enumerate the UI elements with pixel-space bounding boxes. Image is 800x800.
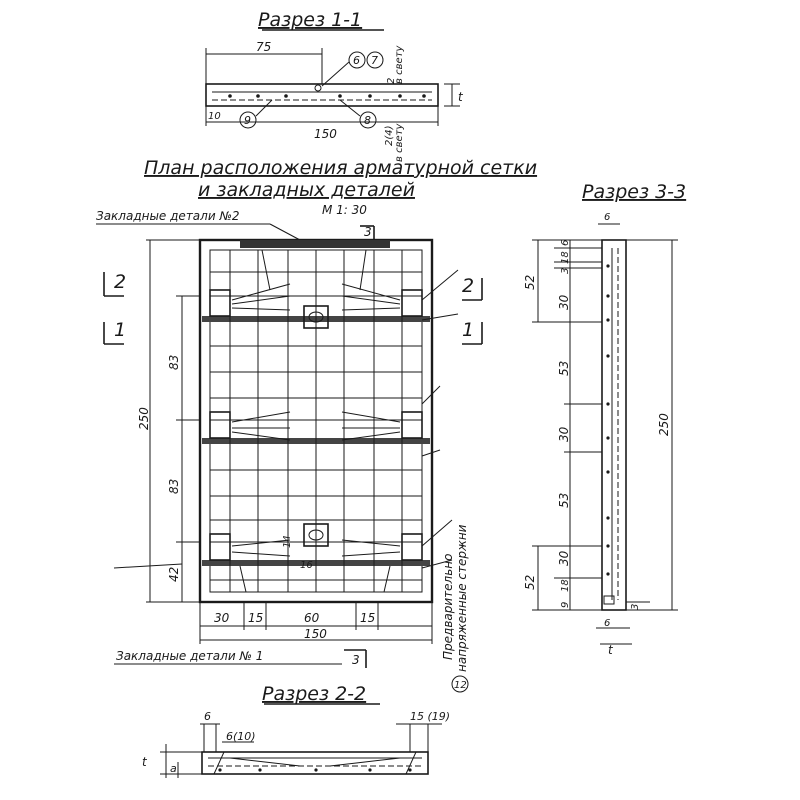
dim-83-upper: 83 (167, 355, 181, 370)
dim-6-top: 6 (604, 212, 610, 223)
marker-2-left: 2 (114, 271, 126, 293)
dim-52-lower: 52 (523, 575, 537, 590)
section-2-2-title: Разрез 2-2 (262, 683, 366, 705)
dim-t-1-1: t (458, 90, 464, 104)
dim-30-bottom: 30 (214, 611, 230, 625)
dim-15-right: 15 (360, 611, 375, 625)
callout-6: 6 (353, 54, 360, 67)
dim-42: 42 (167, 567, 181, 582)
prestressed-strands (231, 249, 401, 593)
plan-title-block: План расположения арматурной сетки и зак… (96, 157, 537, 241)
dim-18-lower: 18 (560, 579, 571, 592)
dim-150-plan: 150 (304, 627, 327, 641)
section-2-2: Разрез 2-2 6 6(10) 15 (19) (142, 683, 450, 778)
note-prestressed: Предварительно (441, 554, 455, 660)
note-embedded-parts-2: Закладные детали №2 (96, 209, 240, 223)
top-rib (240, 240, 390, 248)
rebar-dots-1-1 (228, 84, 426, 98)
dim-15-left: 15 (248, 611, 263, 625)
marker-3-top: 3 (364, 225, 372, 239)
dim-2: 2 (386, 78, 397, 84)
dim-83-lower: 83 (167, 479, 181, 494)
lifting-loop-top (303, 305, 329, 329)
dim-53-lower: 53 (557, 493, 571, 508)
slab-section-3-3 (601, 239, 627, 611)
dim-6-3-3: 6 (560, 240, 571, 246)
dim-52-upper: 52 (523, 275, 537, 290)
dim-60: 60 (304, 611, 320, 625)
dim-18-upper: 18 (560, 251, 571, 264)
callout-12: 12 (454, 680, 467, 691)
note-v-svetu-bottom: в свету (394, 123, 405, 162)
dim-53-upper: 53 (557, 361, 571, 376)
dim-250-section: 250 (657, 413, 671, 436)
note-v-svetu-top: в свету (394, 45, 405, 84)
dim-9: 9 (560, 602, 571, 608)
plan-view: 16 14 3 250 83 83 42 30 15 60 15 150 Зак… (103, 225, 483, 693)
section-3-3: Разрез 3-3 250 (523, 181, 686, 657)
callout-9: 9 (244, 114, 251, 127)
marker-3-bottom: 3 (352, 653, 360, 667)
slab-section-1-1 (205, 83, 439, 107)
dim-30-upper: 30 (557, 294, 571, 310)
plan-title-line2: и закладных деталей (198, 179, 415, 201)
dim-30-middle: 30 (557, 426, 571, 442)
dim-14: 14 (282, 535, 293, 548)
dim-6-bottom: 6 (604, 618, 610, 629)
dim-16: 16 (300, 560, 313, 571)
section-1-1-title: Разрез 1-1 (258, 9, 362, 31)
dim-150-section: 150 (314, 127, 337, 141)
dim-3-upper: 3 (560, 268, 571, 274)
dim-6-2-2: 6 (204, 710, 211, 723)
marker-1-right: 1 (462, 319, 474, 341)
lifting-loop-bottom (303, 523, 329, 547)
plan-scale: М 1: 30 (322, 203, 367, 217)
section-3-3-title: Разрез 3-3 (582, 181, 686, 203)
plan-title-line1: План расположения арматурной сетки (144, 157, 537, 179)
slab-section-2-2 (201, 751, 429, 775)
marker-2-right: 2 (462, 275, 474, 297)
dim-250-plan: 250 (137, 407, 151, 430)
note-embedded-parts-1: Закладные детали № 1 (116, 649, 263, 663)
side-plates (209, 289, 423, 561)
note-prestressed-2: напряженные стержни (455, 524, 469, 672)
marker-1-left: 1 (114, 319, 126, 341)
callout-7: 7 (371, 54, 378, 67)
mesh-longitudinal (229, 250, 403, 592)
section-2-2-hatching (213, 751, 417, 775)
dim-75: 75 (256, 40, 271, 54)
dim-15-19: 15 (19) (410, 710, 450, 723)
rebar-dots-3-3 (603, 264, 615, 605)
callout-8: 8 (364, 114, 371, 127)
dim-a-2-2: a (170, 762, 177, 775)
rebar-dots-2-2 (218, 768, 412, 772)
dim-t-3-3: t (608, 643, 614, 657)
section-1-1: Разрез 1-1 75 150 10 t (205, 9, 464, 162)
dim-30-lower: 30 (557, 550, 571, 566)
dim-3-lower: 3 (630, 604, 641, 610)
dim-10: 10 (208, 111, 221, 122)
dim-6-10: 6(10) (226, 730, 256, 743)
dim-t-2-2: t (142, 755, 148, 769)
dim-2-4: 2(4) (384, 125, 395, 146)
